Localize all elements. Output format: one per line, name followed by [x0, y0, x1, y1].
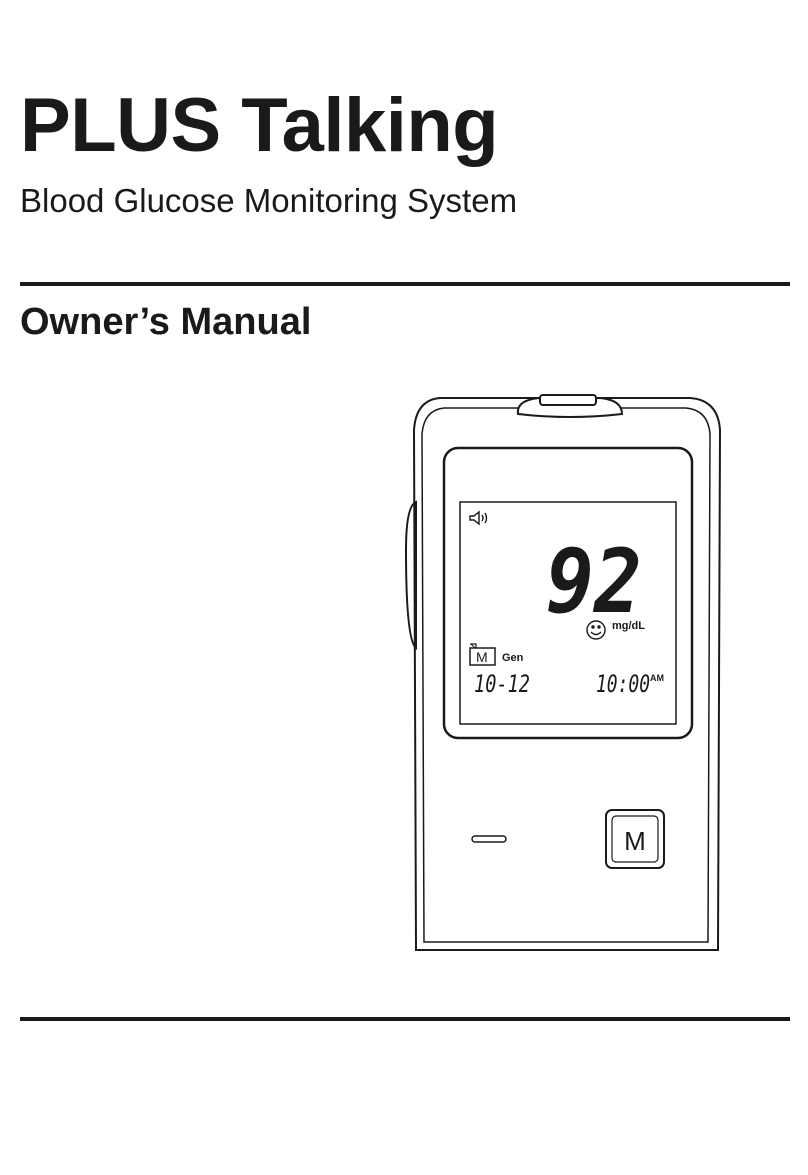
- glucose-meter-illustration: 92 mg/dL M Gen 10-12 10:00 AM M: [400, 390, 730, 960]
- speaker-icon: [469, 510, 488, 526]
- side-button: [404, 500, 417, 651]
- page-title: PLUS Talking: [20, 83, 499, 168]
- time-readout: 10:00: [596, 670, 650, 698]
- meter-body-inner: [421, 407, 711, 943]
- bottom-divider: [20, 1017, 790, 1021]
- memory-button-label: M: [624, 826, 646, 856]
- memory-button-outer: [605, 809, 665, 869]
- date-readout: 10-12: [474, 670, 530, 698]
- memory-icon: M: [469, 643, 496, 666]
- smiley-icon: [586, 620, 606, 640]
- memory-button-inner: [611, 815, 659, 863]
- indicator-light: [471, 835, 507, 843]
- glucose-reading: 92: [546, 530, 642, 633]
- svg-text:M: M: [476, 649, 488, 665]
- mode-label: Gen: [502, 652, 524, 664]
- manual-heading: Owner’s Manual: [20, 301, 312, 343]
- meridiem-label: AM: [650, 673, 664, 683]
- page-subtitle: Blood Glucose Monitoring System: [20, 182, 518, 219]
- strip-slot: [539, 394, 597, 406]
- unit-label: mg/dL: [612, 620, 645, 632]
- top-divider: [20, 282, 790, 286]
- meter-body: [412, 397, 722, 951]
- lcd-display: [459, 501, 677, 725]
